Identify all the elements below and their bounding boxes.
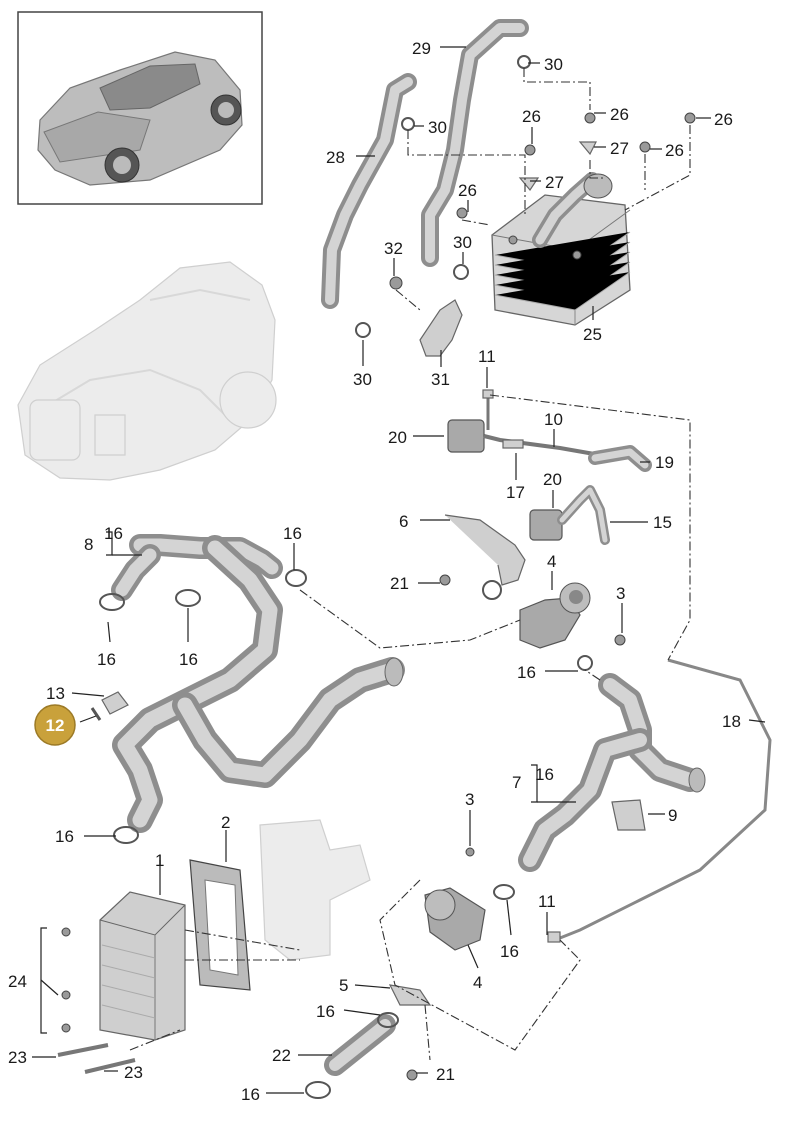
- callout-6: 6: [399, 512, 408, 531]
- callout-30: 30: [544, 55, 563, 74]
- transmission-ghost-image: [17, 261, 277, 481]
- callout-25: 25: [583, 325, 602, 344]
- callout-3: 3: [616, 584, 625, 603]
- callout-15: 15: [653, 513, 672, 532]
- upper-guide-lines: [395, 68, 691, 311]
- callout-16: 16: [179, 650, 198, 669]
- callout-16: 16: [316, 1002, 335, 1021]
- gasket-2: [189, 859, 251, 991]
- callout-30: 30: [428, 118, 447, 137]
- coolant-valve-lower: [388, 847, 515, 1006]
- callout-30: 30: [353, 370, 372, 389]
- callout-29: 29: [412, 39, 431, 58]
- callout-1: 1: [155, 851, 164, 870]
- upper-hardware: [389, 55, 696, 357]
- callout-17: 17: [506, 483, 525, 502]
- callout-32: 32: [384, 239, 403, 258]
- callout-26: 26: [610, 105, 629, 124]
- callout-26: 26: [714, 110, 733, 129]
- callout-31: 31: [431, 370, 450, 389]
- callout-22: 22: [272, 1046, 291, 1065]
- leader-lines: [32, 46, 766, 1094]
- callout-23: 23: [8, 1048, 27, 1067]
- callout-7: 7: [512, 773, 521, 792]
- coolant-hose-7: [518, 673, 706, 872]
- housing-ghost: [259, 819, 371, 961]
- callout-26: 26: [522, 107, 541, 126]
- callout-13: 13: [46, 684, 65, 703]
- callout-16: 16: [97, 650, 116, 669]
- hose-clamps-left: [90, 569, 307, 844]
- callout-16: 16: [241, 1085, 260, 1104]
- vehicle-thumbnail: [17, 11, 263, 205]
- callout-11: 11: [538, 892, 556, 911]
- coolant-hose-8: [111, 534, 405, 833]
- callout-23: 23: [124, 1063, 143, 1082]
- callout-19: 19: [655, 453, 674, 472]
- callout-27: 27: [610, 139, 629, 158]
- callout-3: 3: [465, 790, 474, 809]
- callout-11: 11: [478, 347, 496, 366]
- callout-21: 21: [436, 1065, 455, 1084]
- callout-16: 16: [104, 524, 123, 543]
- callout-2: 2: [221, 813, 230, 832]
- callout-12: 12: [46, 716, 65, 735]
- lower-hardware: [57, 927, 418, 1099]
- callout-26: 26: [665, 141, 684, 160]
- callout-21: 21: [390, 574, 409, 593]
- callout-28: 28: [326, 148, 345, 167]
- coolant-valve-upper: [519, 582, 626, 671]
- lower-oil-cooler: [99, 891, 186, 1041]
- vent-line-18: [547, 658, 772, 943]
- callout-8: 8: [84, 535, 93, 554]
- callout-20: 20: [543, 470, 562, 489]
- callout-16: 16: [55, 827, 74, 846]
- callout-16: 16: [500, 942, 519, 961]
- callout-16: 16: [535, 765, 554, 784]
- callout-26: 26: [458, 181, 477, 200]
- callout-27: 27: [545, 173, 564, 192]
- callout-18: 18: [722, 712, 741, 731]
- callout-4: 4: [473, 973, 482, 992]
- upper-oil-cooler: [491, 172, 631, 326]
- callout-20: 20: [388, 428, 407, 447]
- vacuum-valves: [439, 389, 652, 600]
- coolant-hose-29: [421, 19, 529, 280]
- callout-10: 10: [544, 410, 563, 429]
- callout-16: 16: [283, 524, 302, 543]
- callout-4: 4: [547, 552, 556, 571]
- callout-5: 5: [339, 976, 348, 995]
- callout-30: 30: [453, 233, 472, 252]
- guide-lines: [129, 394, 691, 1061]
- callout-9: 9: [668, 806, 677, 825]
- callout-12-highlight: 12: [34, 704, 76, 746]
- callout-labels: 29 30 30 26 26 26 27 26 28 27 26 30 32 2…: [8, 39, 741, 1104]
- coolant-hose-28: [321, 73, 417, 338]
- callout-16: 16: [517, 663, 536, 682]
- callout-24: 24: [8, 972, 27, 991]
